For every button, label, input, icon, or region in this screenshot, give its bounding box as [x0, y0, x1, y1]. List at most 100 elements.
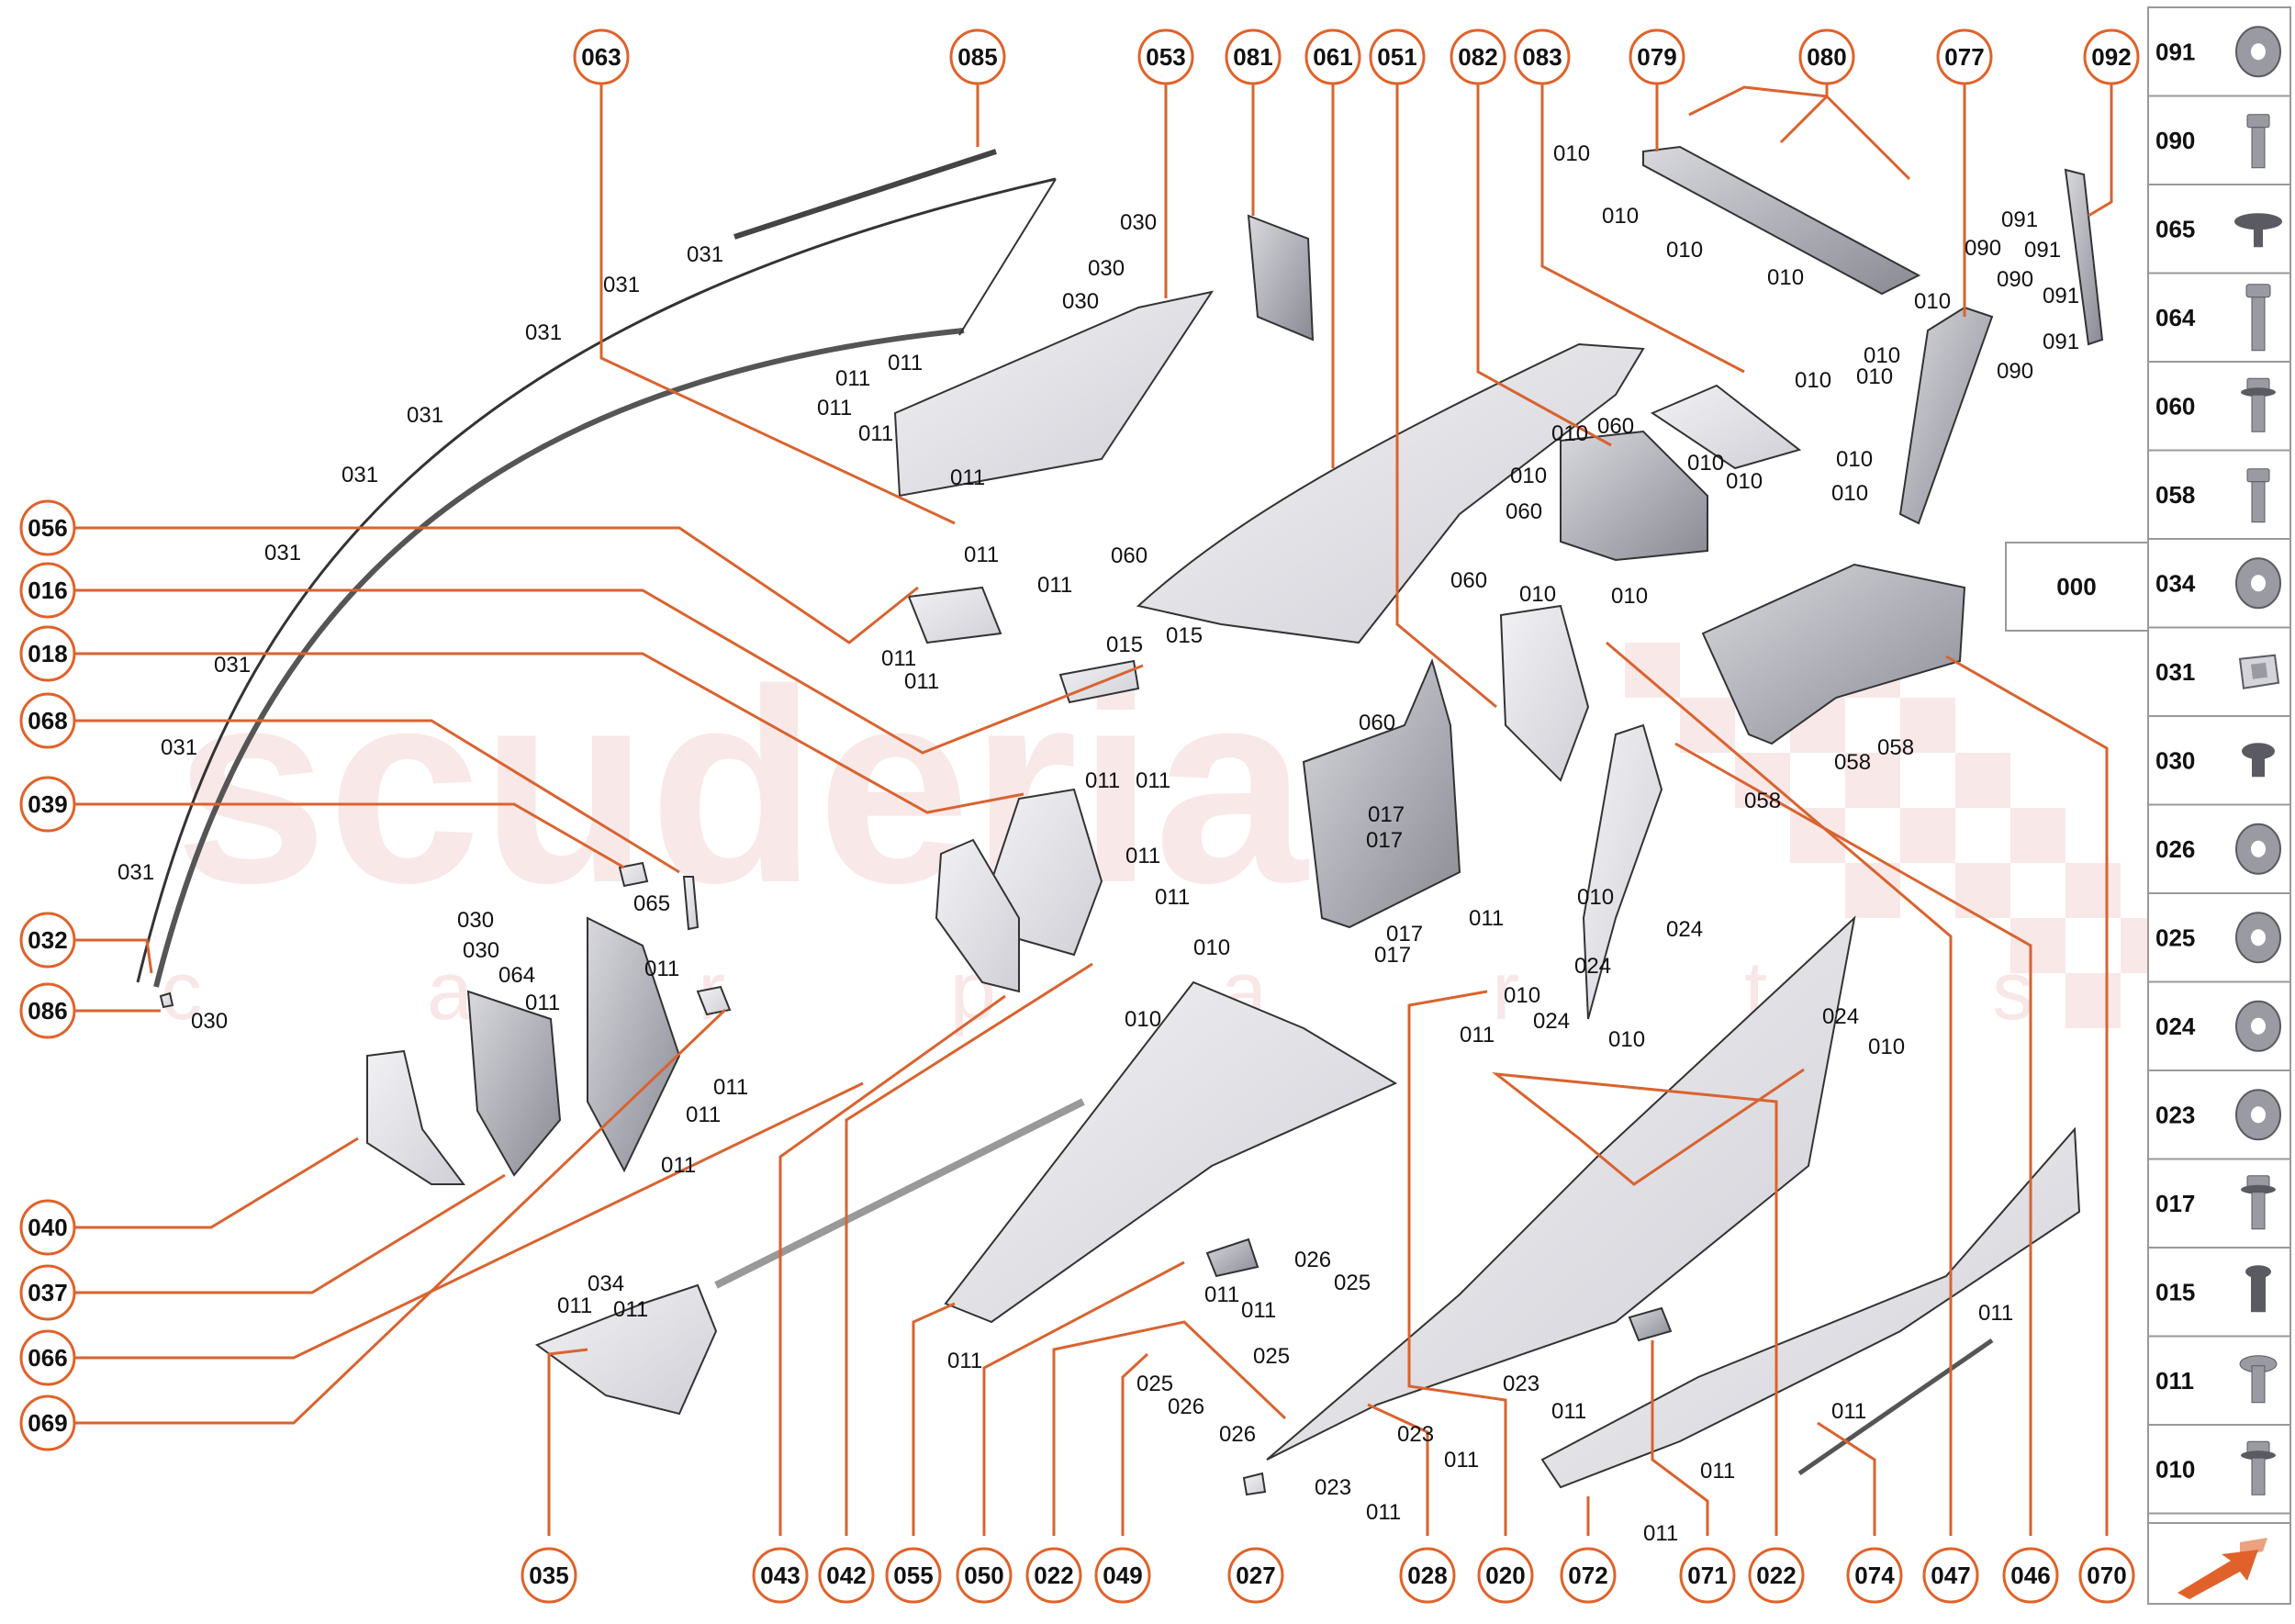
fastener-label: 011 [1643, 1521, 1678, 1546]
callout-056[interactable]: 056 [19, 499, 76, 556]
svg-text:032: 032 [28, 926, 67, 954]
legend-code: 091 [2155, 38, 2195, 65]
long-bolt-icon [2245, 284, 2271, 352]
fastener-label: 010 [1504, 983, 1540, 1008]
fastener-label: 030 [463, 938, 499, 963]
callout-072[interactable]: 072 [1560, 1547, 1617, 1604]
callout-039[interactable]: 039 [19, 776, 76, 833]
fastener-label: 031 [603, 273, 640, 297]
callout-050[interactable]: 050 [956, 1547, 1013, 1604]
svg-text:081: 081 [1233, 43, 1272, 71]
fastener-label: 011 [525, 991, 560, 1015]
svg-text:039: 039 [28, 790, 67, 818]
callout-042[interactable]: 042 [818, 1547, 875, 1604]
callout-047[interactable]: 047 [1922, 1547, 1979, 1604]
callout-080[interactable]: 080 [1798, 28, 1855, 85]
callout-028[interactable]: 028 [1399, 1547, 1456, 1604]
svg-text:050: 050 [964, 1562, 1003, 1589]
callout-085[interactable]: 085 [949, 28, 1006, 85]
washer-icon [2235, 912, 2281, 964]
fastener-label: 025 [1334, 1271, 1371, 1295]
inner-panel-061-part [1136, 342, 1645, 644]
callout-035[interactable]: 035 [521, 1547, 577, 1604]
legend-code: 034 [2155, 569, 2196, 597]
callout-083[interactable]: 083 [1514, 28, 1571, 85]
fastener-label: 030 [1120, 210, 1157, 235]
callout-081[interactable]: 081 [1225, 28, 1282, 85]
callout-046[interactable]: 046 [2002, 1547, 2059, 1604]
svg-text:016: 016 [28, 577, 67, 604]
callout-086[interactable]: 086 [19, 982, 76, 1039]
callout-032[interactable]: 032 [19, 912, 76, 969]
callout-051[interactable]: 051 [1369, 28, 1426, 85]
callout-055[interactable]: 055 [885, 1547, 942, 1604]
callout-043[interactable]: 043 [752, 1547, 809, 1604]
legend-code: 030 [2155, 746, 2195, 774]
legend-code: 064 [2155, 304, 2196, 331]
fastener-label: 058 [1834, 750, 1871, 775]
fastener-label: 010 [1856, 364, 1893, 389]
callout-061[interactable]: 061 [1304, 28, 1361, 85]
strip-068-part [682, 876, 700, 931]
callout-020[interactable]: 020 [1477, 1547, 1534, 1604]
svg-text:035: 035 [529, 1562, 568, 1589]
fastener-label: 031 [341, 463, 378, 487]
callout-053[interactable]: 053 [1137, 28, 1194, 85]
fastener-label: 023 [1315, 1475, 1351, 1500]
bracket-056-part [907, 586, 1002, 644]
fastener-label: 091 [2043, 330, 2079, 354]
callout-049[interactable]: 049 [1094, 1547, 1151, 1604]
svg-text:037: 037 [28, 1279, 67, 1306]
fastener-label: 065 [633, 891, 670, 916]
legend-code: 011 [2155, 1367, 2194, 1394]
fastener-label: 010 [1611, 584, 1648, 609]
callout-040[interactable]: 040 [19, 1199, 76, 1256]
callout-070[interactable]: 070 [2078, 1547, 2135, 1604]
fastener-label: 010 [1193, 935, 1230, 960]
fastener-label: 017 [1368, 802, 1405, 827]
fastener-label: 030 [1088, 256, 1125, 281]
legend-code: 060 [2155, 392, 2195, 420]
bolt-icon [2246, 114, 2270, 169]
fastener-label: 011 [1978, 1301, 2013, 1326]
svg-text:018: 018 [28, 640, 67, 667]
callout-022-right[interactable]: 022 [1748, 1547, 1805, 1604]
callout-071[interactable]: 071 [1679, 1547, 1736, 1604]
clip-071-part [1628, 1306, 1673, 1342]
callout-066[interactable]: 066 [19, 1329, 76, 1386]
fastener-label: 031 [118, 860, 154, 885]
fastener-label: 011 [1469, 906, 1504, 931]
callout-037[interactable]: 037 [19, 1264, 76, 1321]
svg-text:079: 079 [1637, 43, 1676, 71]
fastener-label: 031 [407, 403, 443, 428]
callout-016[interactable]: 016 [19, 562, 76, 619]
callout-092[interactable]: 092 [2083, 28, 2140, 85]
callout-069[interactable]: 069 [19, 1394, 76, 1451]
fastener-label: 011 [1366, 1500, 1401, 1525]
next-page-arrow-icon[interactable] [2147, 1522, 2291, 1605]
callout-079[interactable]: 079 [1629, 28, 1685, 85]
callout-063[interactable]: 063 [573, 28, 630, 85]
callout-068[interactable]: 068 [19, 692, 76, 749]
fastener-labels: 031 031 031 031 031 031 031 031 031 031 … [118, 141, 2079, 1546]
callout-074[interactable]: 074 [1846, 1547, 1903, 1604]
fastener-label: 060 [1111, 543, 1148, 568]
fastener-label: 010 [1608, 1027, 1645, 1052]
callout-077[interactable]: 077 [1936, 28, 1993, 85]
fastener-label: 015 [1106, 633, 1143, 657]
legend-code: 024 [2155, 1013, 2196, 1040]
callout-022-left[interactable]: 022 [1025, 1547, 1082, 1604]
fastener-label: 011 [835, 366, 870, 391]
fastener-label: 010 [1577, 885, 1614, 910]
legend-code: 023 [2155, 1101, 2195, 1128]
svg-text:022: 022 [1756, 1562, 1796, 1589]
callout-018[interactable]: 018 [19, 625, 76, 682]
sill-strip-042-part [714, 1098, 1085, 1289]
legend-code: 031 [2155, 658, 2195, 686]
callout-027[interactable]: 027 [1227, 1547, 1284, 1604]
callout-082[interactable]: 082 [1450, 28, 1506, 85]
svg-text:077: 077 [1944, 43, 1984, 71]
fastener-label: 011 [1444, 1448, 1479, 1473]
fastener-label: 010 [1795, 368, 1831, 393]
fastener-label: 091 [2001, 207, 2038, 232]
